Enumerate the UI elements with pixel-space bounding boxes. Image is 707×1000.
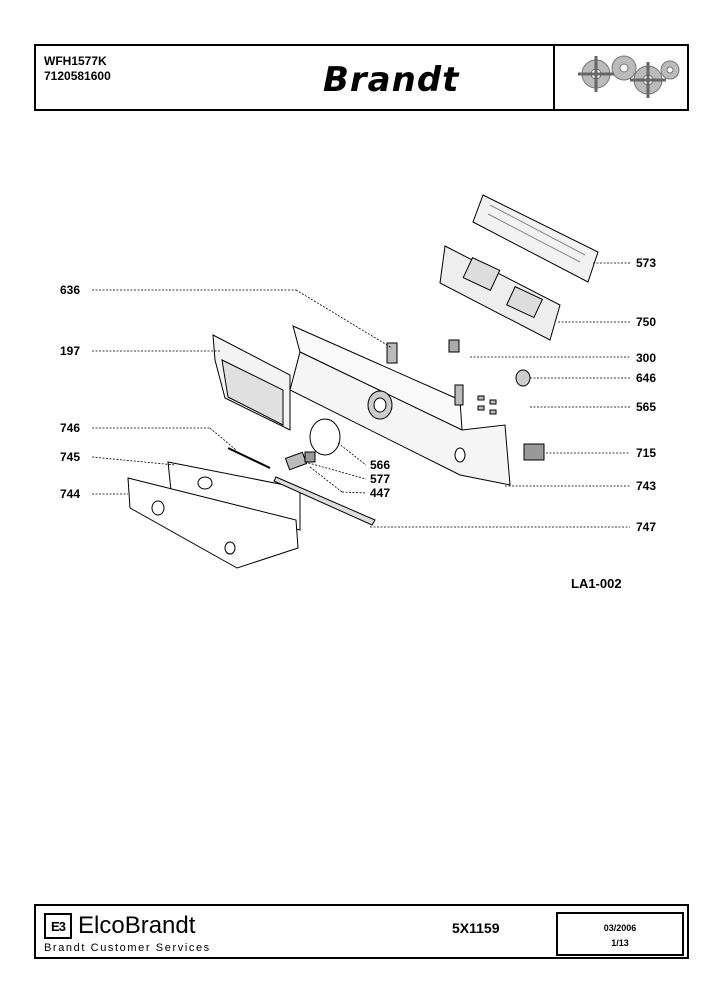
page-number: 1/13 xyxy=(611,938,629,948)
part-646-knob xyxy=(515,369,531,387)
header-divider xyxy=(553,46,555,109)
part-746-strip xyxy=(227,447,271,469)
callout-566: 566 xyxy=(370,458,390,472)
header-box: WFH1577K 7120581600 Brandt xyxy=(34,44,689,111)
part-747-strip xyxy=(273,476,376,526)
part-565-buttons xyxy=(454,384,497,415)
callout-300: 300 xyxy=(636,351,656,365)
part-number: 7120581600 xyxy=(44,69,111,83)
part-744-facia xyxy=(127,477,299,569)
company-name: ElcoBrandt xyxy=(78,912,196,939)
part-577 xyxy=(284,451,308,471)
callout-745: 745 xyxy=(60,450,80,464)
part-715-switch xyxy=(523,443,545,461)
document-reference: 5X1159 xyxy=(452,920,500,936)
callout-573: 573 xyxy=(636,256,656,270)
company-logo: E3 ElcoBrandt xyxy=(44,912,195,940)
document-date: 03/2006 xyxy=(603,923,637,933)
callout-743: 743 xyxy=(636,479,656,493)
callout-labels: 573 636 750 197 300 646 565 746 715 745 … xyxy=(60,256,656,534)
callout-565: 565 xyxy=(636,400,656,414)
model-name: WFH1577K xyxy=(44,54,107,68)
part-300-screws xyxy=(448,339,460,353)
callout-197: 197 xyxy=(60,344,80,358)
callout-746: 746 xyxy=(60,421,80,435)
elcobrandt-logo-icon: E3 xyxy=(44,913,72,939)
part-447 xyxy=(304,451,316,463)
callout-715: 715 xyxy=(636,446,656,460)
callout-577: 577 xyxy=(370,472,390,486)
callout-744: 744 xyxy=(60,487,80,501)
leader-lines xyxy=(91,262,630,528)
part-750-programmer xyxy=(439,245,561,341)
diagram-code: LA1-002 xyxy=(571,576,622,591)
callout-447: 447 xyxy=(370,486,390,500)
model-info: WFH1577K 7120581600 xyxy=(44,54,111,84)
callout-646: 646 xyxy=(636,371,656,385)
callout-636: 636 xyxy=(60,283,80,297)
callout-750: 750 xyxy=(636,315,656,329)
gears-logo-icon xyxy=(578,55,680,98)
company-subtitle: Brandt Customer Services xyxy=(44,942,211,954)
part-566-knob xyxy=(309,418,341,456)
brand-logo: Brandt xyxy=(323,60,460,100)
callout-747: 747 xyxy=(636,520,656,534)
part-636-connector xyxy=(386,342,398,364)
part-743-frame xyxy=(289,351,511,486)
footer-box: E3 ElcoBrandt Brandt Customer Services 5… xyxy=(34,904,689,959)
date-page-box: 03/2006 1/13 xyxy=(556,912,684,956)
